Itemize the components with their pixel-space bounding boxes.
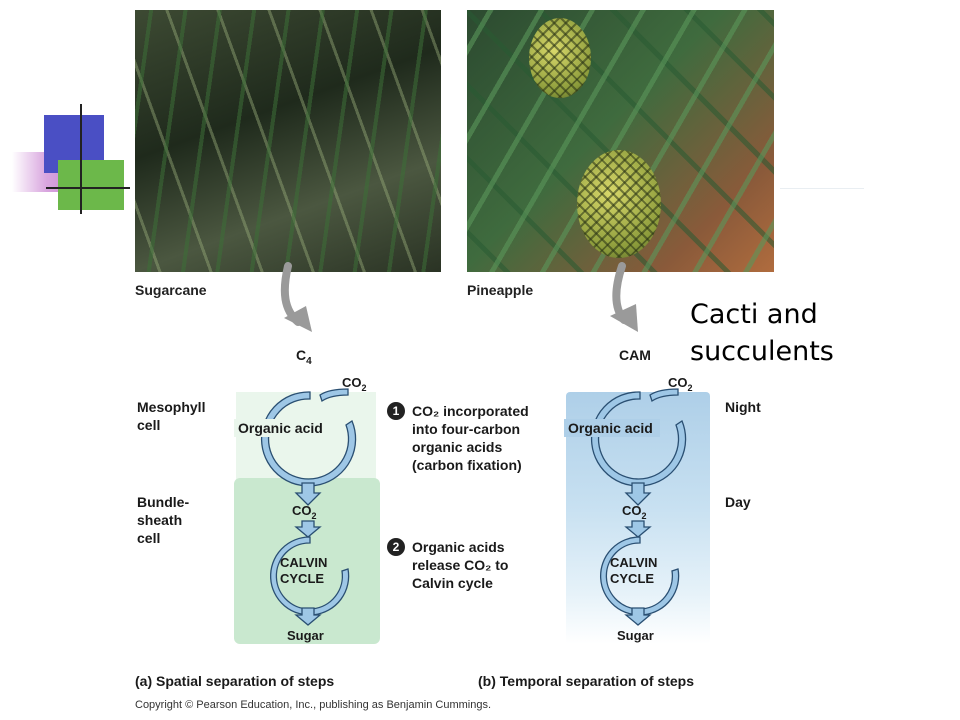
pineapple-down-arrow xyxy=(610,262,638,332)
day-label: Day xyxy=(725,494,751,510)
copyright-notice: Copyright © Pearson Education, Inc., pub… xyxy=(135,699,492,711)
cam-calvin-line2: CYCLE xyxy=(610,571,654,586)
c4-cycle-diagram: CO2 Organic acid CO2 CALVIN CYCLE Sugar xyxy=(234,375,367,643)
cam-co2-released: CO2 xyxy=(622,503,647,521)
c4-calvin-line2: CYCLE xyxy=(280,571,324,586)
decorative-horizontal-line xyxy=(46,187,130,189)
pineapple-fruit-back xyxy=(529,18,591,98)
cam-sugar-label: Sugar xyxy=(617,628,654,643)
pineapple-photo xyxy=(467,10,774,272)
cacti-note: Cacti and succulents xyxy=(690,296,834,370)
mesophyll-label: Mesophyll cell xyxy=(137,399,206,433)
step-1-badge: 1 xyxy=(387,402,405,420)
sugarcane-caption: Sugarcane xyxy=(135,282,207,298)
cacti-note-line1: Cacti and xyxy=(690,299,818,330)
c4-calvin-line1: CALVIN xyxy=(280,555,327,570)
sugarcane-down-arrow xyxy=(280,262,312,332)
decorative-faint-line xyxy=(780,188,864,189)
c4-co2-released: CO2 xyxy=(292,503,317,521)
pineapple-caption: Pineapple xyxy=(467,282,534,298)
caption-temporal: (b) Temporal separation of steps xyxy=(478,673,694,689)
caption-spatial: (a) Spatial separation of steps xyxy=(135,673,335,689)
c4-co2-in: CO2 xyxy=(342,375,367,393)
step-2-badge: 2 xyxy=(387,538,405,556)
c4-title: C4 xyxy=(296,347,312,367)
cam-calvin-line1: CALVIN xyxy=(610,555,657,570)
c4-organic-acid-label: Organic acid xyxy=(238,420,323,436)
cam-title: CAM xyxy=(619,347,651,363)
step-2-text: Organic acids release CO₂ to Calvin cycl… xyxy=(412,539,509,591)
step-1-text: CO₂ incorporated into four-carbon organi… xyxy=(412,403,529,473)
cam-co2-in: CO2 xyxy=(668,375,693,393)
night-label: Night xyxy=(725,399,761,415)
sugarcane-photo xyxy=(135,10,441,272)
bundle-sheath-label: Bundle- sheath cell xyxy=(137,494,190,546)
c4-sugar-label: Sugar xyxy=(287,628,324,643)
cacti-note-line2: succulents xyxy=(690,336,834,367)
cam-cycle-diagram: CO2 Organic acid CO2 CALVIN CYCLE Sugar xyxy=(564,375,693,643)
decorative-vertical-line xyxy=(80,104,82,214)
decorative-green-block xyxy=(58,160,124,210)
pineapple-fruit-front xyxy=(577,150,661,258)
cam-organic-acid-label: Organic acid xyxy=(568,420,653,436)
